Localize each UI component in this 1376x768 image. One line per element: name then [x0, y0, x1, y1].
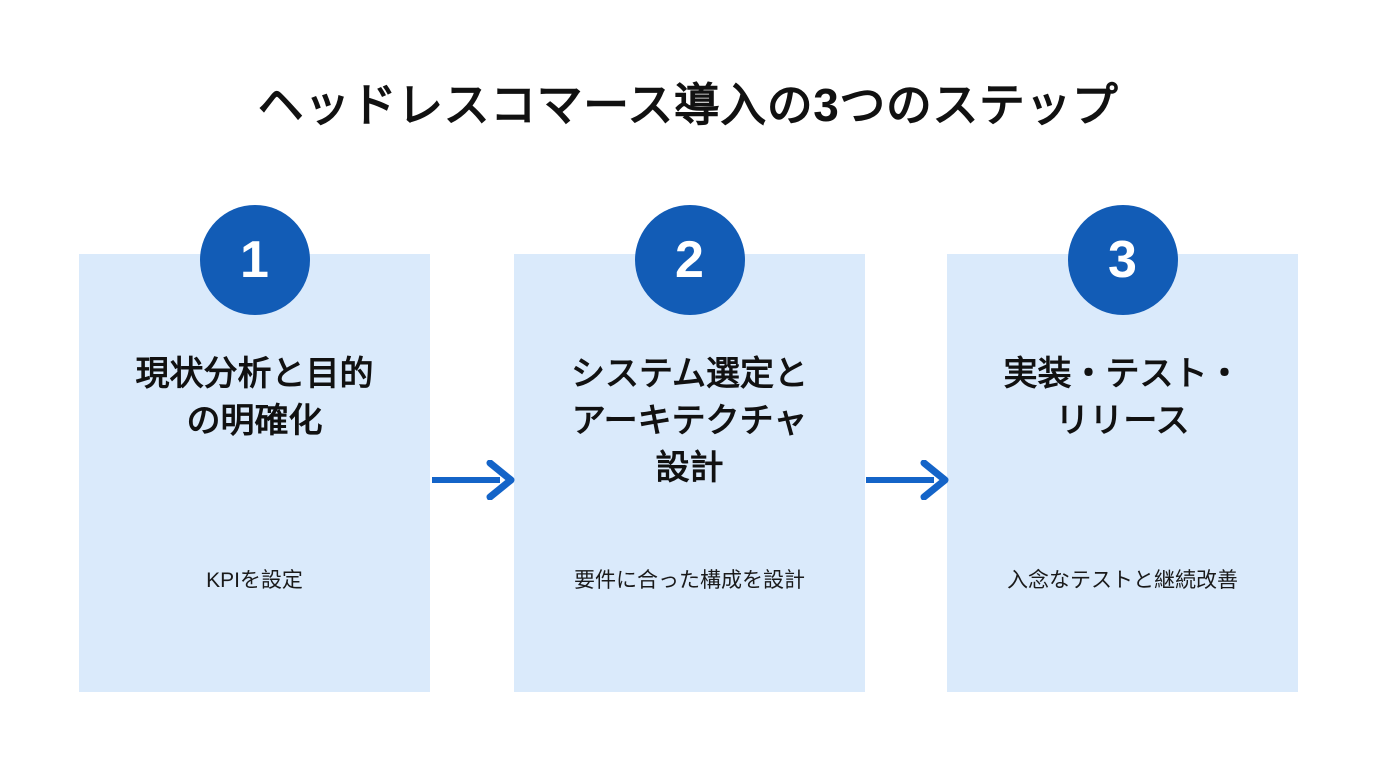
step-card-2 [514, 254, 865, 692]
step-note-3: 入念なテストと継続改善 [1007, 569, 1238, 592]
step-note-2: 要件に合った構成を設計 [574, 569, 805, 592]
connector-2-to-3 [866, 460, 950, 500]
step-item-3[interactable]: 3 実装・テスト・ リリース 入念なテストと継続改善 [947, 205, 1298, 692]
connector-1-to-2 [432, 460, 516, 500]
step-heading-2: システム選定と アーキテクチャ 設計 [571, 355, 808, 487]
step-item-1[interactable]: 1 現状分析と目的 の明確化 KPIを設定 [79, 205, 430, 692]
step-number-badge-1: 1 [199, 205, 310, 315]
step-card-1 [79, 254, 430, 692]
step-card-3 [947, 254, 1298, 692]
arrow-right-icon [432, 460, 515, 500]
steps-row: 1 現状分析と目的 の明確化 KPIを設定 2 システム選定と アーキテクチャ … [79, 205, 1298, 692]
step-number-badge-3: 3 [1067, 205, 1178, 315]
step-heading-1: 現状分析と目的 の明確化 [135, 355, 374, 440]
step-heading-3: 実装・テスト・ リリース [1003, 355, 1242, 440]
step-note-1: KPIを設定 [206, 569, 303, 592]
page-title: ヘッドレスコマース導入の3つのステップ [257, 79, 1119, 131]
step-item-2[interactable]: 2 システム選定と アーキテクチャ 設計 要件に合った構成を設計 [514, 205, 865, 692]
step-number-badge-2: 2 [634, 205, 745, 315]
arrow-right-icon [866, 460, 949, 500]
